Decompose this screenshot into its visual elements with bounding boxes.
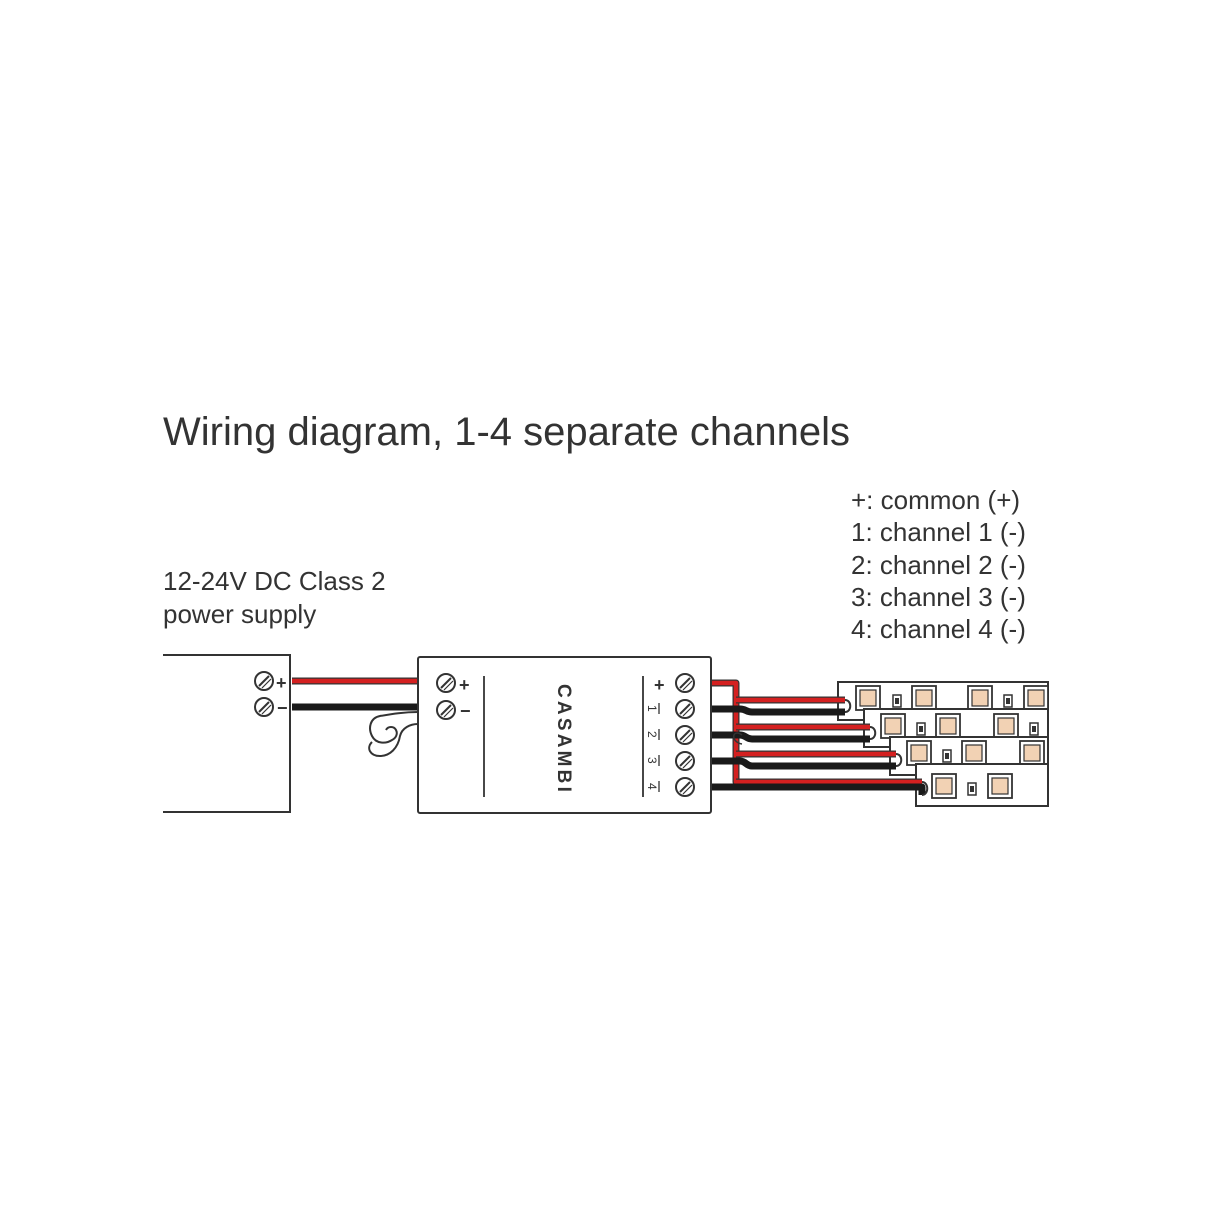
controller-input-plus-label: +	[459, 675, 470, 695]
controller-input-minus-screw-icon	[436, 700, 456, 720]
legend-channel-2: 2: channel 2 (-)	[851, 549, 1026, 580]
output-4-screw-icon	[675, 777, 695, 797]
output-plus-screw-icon	[675, 673, 695, 693]
controller-output-plus-label: +	[654, 675, 665, 695]
ps-minus-screw-icon	[254, 697, 274, 717]
controller-brand-logo: CASAMBI	[553, 684, 574, 795]
channel-2-wire	[712, 731, 870, 743]
channel-3-wire	[712, 757, 896, 770]
legend-channel-3: 3: channel 3 (-)	[851, 581, 1026, 612]
legend-channel-1: 1: channel 1 (-)	[851, 517, 1026, 548]
channel-1-wire	[712, 705, 845, 716]
controller-box: + − CASAMBI + 1 2 3 4	[417, 656, 712, 814]
input-wires	[292, 677, 419, 758]
output-1-screw-icon	[675, 699, 695, 719]
ps-minus-label: −	[277, 698, 288, 718]
power-supply-label-line1: 12-24V DC Class 2	[163, 566, 386, 596]
legend-common: +: common (+)	[851, 485, 1021, 515]
terminal-legend: +: common (+) 1: channel 1 (-) 2: channe…	[851, 484, 1026, 645]
output-3-label: 3	[645, 757, 659, 764]
controller-input-minus-label: −	[460, 701, 471, 721]
legend-channel-4: 4: channel 4 (-)	[851, 614, 1026, 645]
output-wires	[712, 679, 929, 796]
power-supply-label: 12-24V DC Class 2 power supply	[163, 565, 386, 631]
output-2-label: 2	[645, 731, 659, 738]
output-3-screw-icon	[675, 751, 695, 771]
controller-input-plus-screw-icon	[436, 673, 456, 693]
power-supply-label-line2: power supply	[163, 599, 317, 629]
output-2-screw-icon	[675, 725, 695, 745]
output-4-label: 4	[645, 783, 659, 790]
ps-plus-label: +	[276, 673, 287, 693]
led-strip-4	[915, 763, 1049, 807]
output-1-label: 1	[645, 705, 659, 712]
diagram-title: Wiring diagram, 1-4 separate channels	[163, 410, 851, 454]
ps-plus-screw-icon	[254, 671, 274, 691]
channel-4-wire	[712, 783, 926, 795]
power-supply-box: + −	[163, 654, 291, 813]
